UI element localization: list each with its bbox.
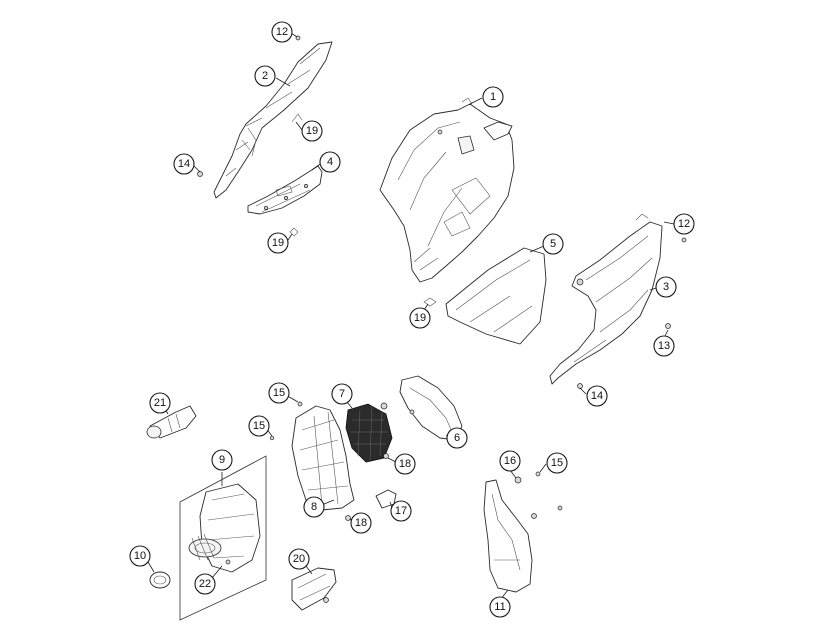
callout-12-top-left: 12	[271, 21, 293, 43]
callout-19-upper: 19	[301, 120, 323, 142]
callout-19-middle: 19	[267, 232, 289, 254]
callout-15-right: 15	[546, 452, 568, 474]
part-5-side-plate	[445, 247, 547, 345]
callout-1: 1	[482, 86, 504, 108]
callout-18-lower: 18	[350, 512, 372, 534]
callout-14-right: 14	[586, 385, 608, 407]
callout-label: 17	[395, 505, 407, 517]
part-21-intake-boot	[146, 405, 197, 439]
callout-17: 17	[390, 500, 412, 522]
callout-label: 9	[219, 454, 225, 466]
callout-label: 15	[551, 457, 563, 469]
callout-label: 16	[504, 455, 516, 467]
callout-22: 22	[194, 573, 216, 595]
callout-label: 21	[154, 397, 166, 409]
callout-label: 13	[658, 340, 670, 352]
callout-12-right: 12	[673, 213, 695, 235]
callout-label: 22	[199, 578, 211, 590]
part-20-intake-boot	[291, 567, 337, 611]
callout-label: 14	[591, 390, 603, 402]
callout-label: 7	[339, 388, 345, 400]
callout-3: 3	[655, 276, 677, 298]
callout-11: 11	[489, 596, 511, 618]
callout-5: 5	[542, 233, 564, 255]
callout-14-left: 14	[173, 153, 195, 175]
callout-label: 18	[355, 517, 367, 529]
callout-label: 5	[550, 238, 556, 250]
callout-10: 10	[129, 545, 151, 567]
callout-label: 11	[494, 601, 505, 613]
callout-label: 19	[272, 237, 284, 249]
callout-label: 8	[311, 501, 317, 513]
callout-15-left: 15	[248, 415, 270, 437]
part-1-main-cover	[379, 97, 515, 283]
part-4-bracket	[247, 165, 323, 215]
part-10-hose-clamp	[149, 571, 171, 589]
callout-label: 6	[454, 432, 460, 444]
callout-8: 8	[303, 496, 325, 518]
part-7-filter-mesh	[345, 402, 393, 463]
callout-18-upper: 18	[394, 453, 416, 475]
callout-label: 20	[293, 553, 305, 565]
callout-label: 12	[678, 218, 690, 230]
callout-label: 4	[327, 156, 333, 168]
callout-label: 19	[414, 312, 426, 324]
callout-label: 2	[262, 70, 268, 82]
part-9-airbox-lower	[179, 455, 267, 621]
part-2-left-panel	[213, 41, 333, 199]
callout-2: 2	[254, 65, 276, 87]
callout-label: 12	[276, 26, 288, 38]
callout-label: 14	[178, 158, 190, 170]
callout-6: 6	[446, 427, 468, 449]
callout-label: 15	[273, 387, 285, 399]
part-3-right-panel	[549, 213, 663, 385]
callout-16: 16	[499, 450, 521, 472]
callout-label: 1	[490, 91, 496, 103]
callout-19-lower: 19	[409, 307, 431, 329]
callout-20: 20	[288, 548, 310, 570]
callout-7: 7	[331, 383, 353, 405]
part-8-filter-cage	[291, 401, 355, 511]
callout-label: 3	[663, 281, 669, 293]
callout-label: 19	[306, 125, 318, 137]
callout-21: 21	[149, 392, 171, 414]
part-11-lower-cover	[483, 471, 563, 593]
callout-label: 18	[399, 458, 411, 470]
callout-15-upper: 15	[268, 382, 290, 404]
callout-9: 9	[211, 449, 233, 471]
callout-label: 15	[253, 420, 265, 432]
callout-4: 4	[319, 151, 341, 173]
callout-label: 10	[134, 550, 146, 562]
part-17-clip	[375, 489, 397, 509]
callout-13: 13	[653, 335, 675, 357]
